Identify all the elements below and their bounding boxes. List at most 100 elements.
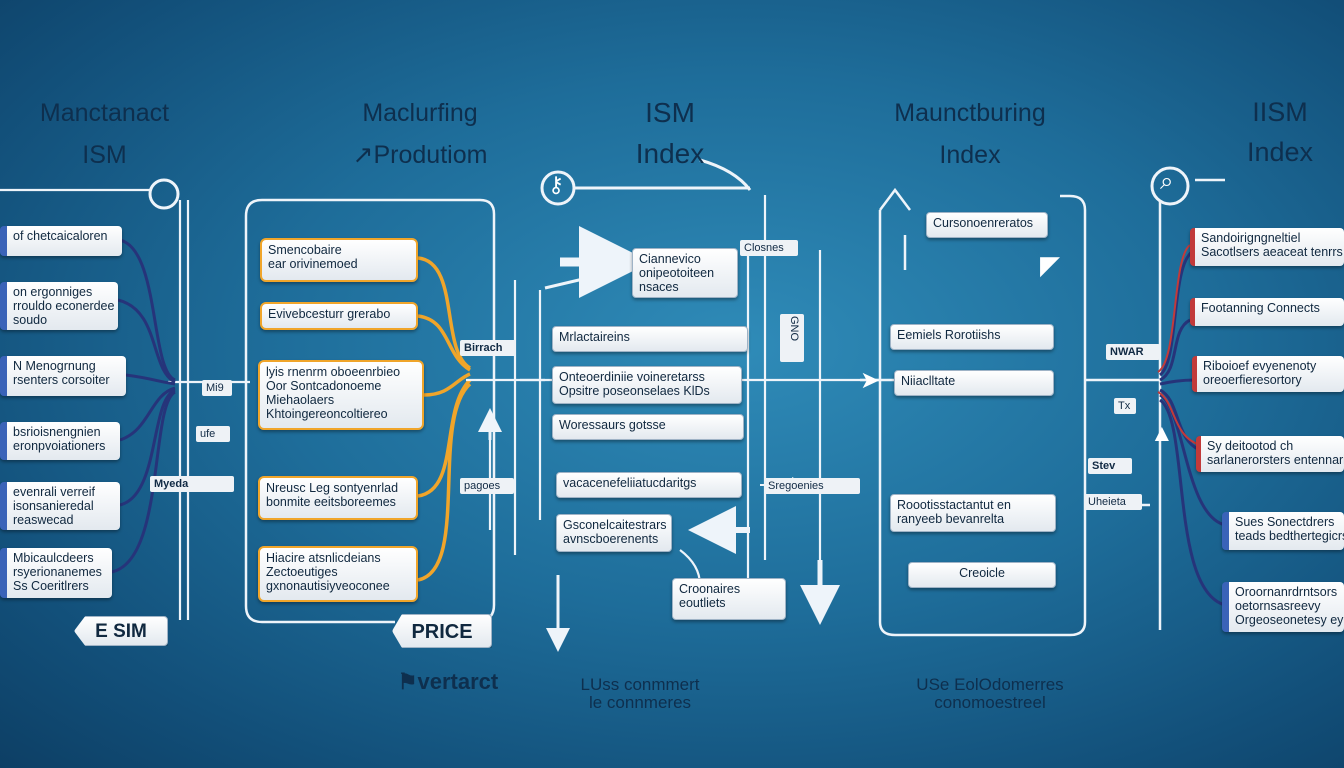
- center-tag-closnes: Closnes: [740, 240, 798, 256]
- heading-col4: Maunctburing Index: [860, 100, 1080, 169]
- right-bottom-line1: USe EolOdomerres: [916, 675, 1064, 694]
- left-box-line: rrouldo econerdee: [13, 299, 115, 313]
- heading-col1-line2: ISM: [82, 141, 127, 170]
- center-box-7: Croonaires eoutliets: [672, 578, 786, 620]
- right-box-1: Cursonoenreratos: [926, 212, 1048, 238]
- left-bottom-label: E SIM: [74, 616, 168, 646]
- orange-box-line: Zectoeutiges: [266, 565, 338, 579]
- heading-col5: IISM Index: [1225, 98, 1335, 167]
- left-box-line: Ss Coeritlrers: [13, 579, 89, 593]
- center-box-line: Woressaurs gotsse: [559, 418, 666, 432]
- heading-col3: ISM Index: [610, 98, 730, 169]
- left-tag-mid: Mi9: [202, 380, 232, 396]
- center-box-line: Croonaires: [679, 582, 741, 596]
- center-box-5: vacacenefeliiatucdaritgs: [556, 472, 742, 498]
- far-right-box-line: Riboioef evyenenoty: [1203, 359, 1317, 373]
- right-box-2: Eemiels Rorotiishs: [890, 324, 1054, 350]
- far-right-box-6: Oroornanrdrntsors oetornsasreevy Orgeose…: [1222, 582, 1344, 632]
- left-box-line: isonsanieredal: [13, 499, 94, 513]
- left-tag-side: ufe: [196, 426, 230, 442]
- left-box-4: bsrioisnengnien eronpvoiationers: [0, 422, 120, 460]
- far-right-box-3: Riboioef evyenenoty oreoerfieresortory: [1192, 356, 1344, 392]
- far-right-box-line: oetornsasreevy: [1235, 599, 1321, 613]
- right-box-line: Creoicle: [959, 566, 1005, 580]
- far-right-box-line: teads bedthertegicrs: [1235, 529, 1344, 543]
- right-bottom-text: USe EolOdomerres conomoestreel: [890, 676, 1090, 712]
- left-box-5: evenrali verreif isonsanieredal reasweca…: [0, 482, 120, 530]
- center-box-line: Opsitre poseonselaes KlDs: [559, 384, 710, 398]
- heading-col5-line1: IISM: [1252, 97, 1308, 127]
- orange-box-line: Oor Sontcadonoeme: [266, 379, 382, 393]
- far-right-box-line: Footanning Connects: [1201, 301, 1320, 315]
- right-box-line: Eemiels Rorotiishs: [897, 328, 1001, 342]
- heading-col4-line1: Maunctburing: [894, 99, 1046, 127]
- right-box-5: Creoicle: [908, 562, 1056, 588]
- orange-box-line: gxnonautisiyveoconee: [266, 579, 390, 593]
- right-box-3: Niiaclltate: [894, 370, 1054, 396]
- orange-box-4: Nreusc Leg sontyenrlad bonmite eeitsbore…: [258, 476, 418, 520]
- key-icon: ⚷: [548, 172, 565, 197]
- far-right-box-line: Sues Sonectdrers: [1235, 515, 1335, 529]
- orange-box-5: Hiacire atsnlicdeians Zectoeutiges gxnon…: [258, 546, 418, 602]
- center-box-3: Onteoerdiniie voineretarss Opsitre poseo…: [552, 366, 742, 404]
- tag-icon: ◤: [1040, 250, 1060, 280]
- center-bottom-text: LUss conmmert le connmeres: [560, 676, 720, 712]
- flag-icon: ⚑: [397, 669, 418, 694]
- bottom-left-label: ⚑vertarct: [378, 670, 518, 693]
- center-box-6: Gsconelcaitestrars avnscboerenents: [556, 514, 672, 552]
- orange-box-line: Miehaolaers: [266, 393, 335, 407]
- orange-box-line: Evivebcesturr grerabo: [268, 307, 391, 321]
- left-box-line: on ergonniges: [13, 285, 93, 299]
- far-right-box-2: Footanning Connects: [1190, 298, 1344, 326]
- edit-icon: ↗: [352, 141, 374, 170]
- center-box-line: Mrlactaireins: [559, 330, 630, 344]
- right-tag-nwar: NWAR: [1106, 344, 1160, 360]
- left-box-1: of chetcaicaloren: [0, 226, 122, 256]
- orange-box-3: lyis rnenrm oboeenrbieo Oor Sontcadonoem…: [258, 360, 424, 430]
- heading-col3-line2: Index: [635, 138, 705, 170]
- left-box-line: evenrali verreif: [13, 485, 95, 499]
- price-label: PRICE: [392, 614, 492, 648]
- center-tag-side: GNO: [780, 314, 804, 362]
- right-box-line: ranyeeb bevanrelta: [897, 512, 1005, 526]
- heading-col1: Manctanact ISM: [12, 100, 197, 169]
- right-tag-small: Tx: [1114, 398, 1136, 414]
- right-box-line: Cursonoenreratos: [933, 216, 1034, 230]
- left-box-line: reaswecad: [13, 513, 74, 527]
- far-right-box-line: oreoerfieresortory: [1203, 373, 1302, 387]
- far-right-box-line: sarlanerorsters entennaris: [1207, 453, 1344, 467]
- center-box-line: onipeotoiteen: [639, 266, 715, 280]
- far-right-box-line: Sy deitootod ch: [1207, 439, 1294, 453]
- orange-box-line: Nreusc Leg sontyenrlad: [266, 481, 399, 495]
- heading-col5-line2: Index: [1246, 137, 1314, 168]
- right-box-line: Roootisstactantut en: [897, 498, 1011, 512]
- orange-box-line: Khtoingereoncoltiereo: [266, 407, 388, 421]
- right-tag-stev: Stev: [1088, 458, 1132, 474]
- far-right-box-5: Sues Sonectdrers teads bedthertegicrs: [1222, 512, 1344, 550]
- left-box-line: N Menogrnung: [13, 359, 96, 373]
- orange-box-line: Smencobaire: [268, 243, 342, 257]
- far-right-box-1: Sandoirigngneltiel Sacotlsers aeaceat te…: [1190, 228, 1344, 266]
- right-bottom-line2: conomoestreel: [934, 692, 1046, 712]
- left-box-line: soudo: [13, 313, 48, 327]
- center-box-line: Gsconelcaitestrars: [563, 518, 667, 532]
- right-box-line: Niiaclltate: [901, 374, 956, 388]
- left-box-6: Mbicaulcdeers rsyerionanemes Ss Coeritlr…: [0, 548, 112, 598]
- left-tag-bottom: Myeda: [150, 476, 234, 492]
- center-tag-sreg: Sregoenies: [764, 478, 860, 494]
- heading-col1-line1: Manctanact: [39, 99, 170, 127]
- far-right-box-line: Orgeoseonetesy ey: [1235, 613, 1344, 627]
- heading-col3-line1: ISM: [645, 97, 695, 128]
- orange-box-1: Smencobaire ear orivinemoed: [260, 238, 418, 282]
- far-right-box-line: Oroornanrdrntsors: [1235, 585, 1338, 599]
- center-box-4: Woressaurs gotsse: [552, 414, 744, 440]
- left-box-line: Mbicaulcdeers: [13, 551, 94, 565]
- center-box-line: nsaces: [639, 280, 679, 294]
- heading-col4-line2: Index: [939, 141, 1001, 170]
- orange-box-line: Hiacire atsnlicdeians: [266, 551, 381, 565]
- center-box-line: vacacenefeliiatucdaritgs: [563, 476, 697, 490]
- left-box-line: rsyerionanemes: [13, 565, 102, 579]
- heading-col2: Maclurfing ↗Produtiom: [320, 100, 520, 169]
- bottom-left-label-text: vertarct: [417, 669, 499, 694]
- far-right-box-line: Sandoirigngneltiel: [1201, 231, 1301, 245]
